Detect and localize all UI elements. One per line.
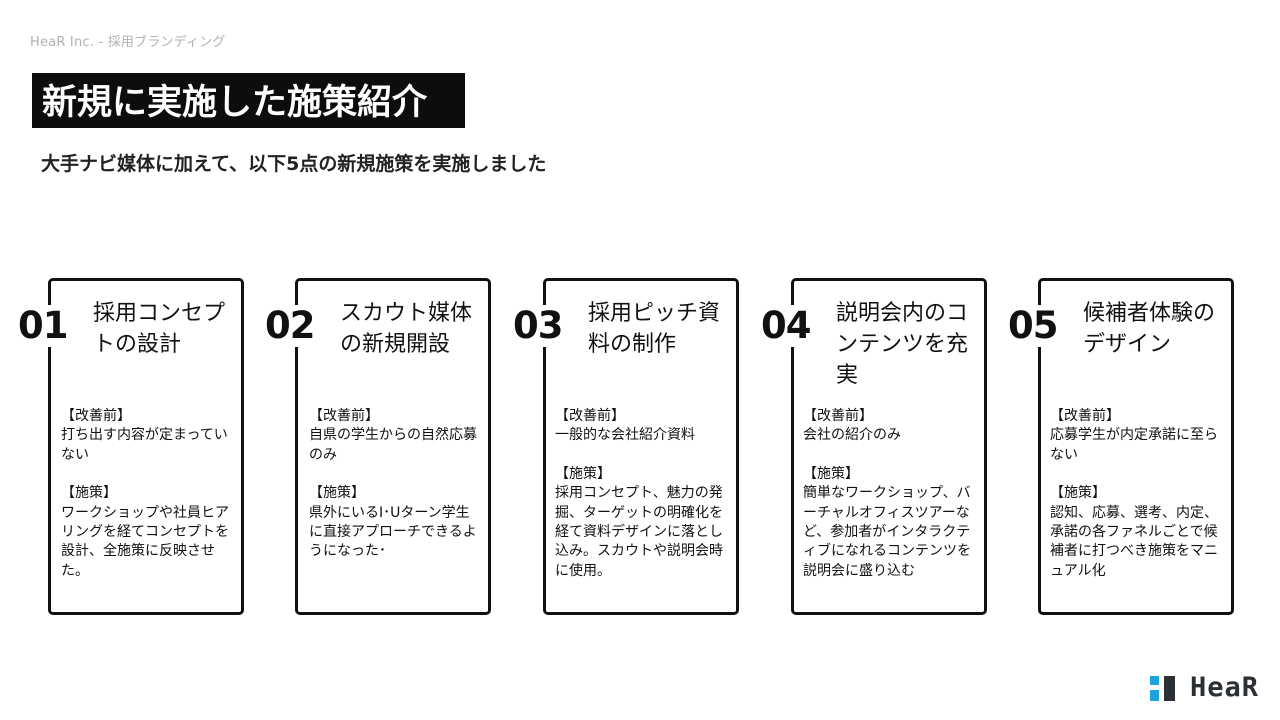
before-label: 【改善前】 <box>61 408 131 424</box>
card-title: 採用コンセプトの設計 <box>93 301 226 357</box>
card-number: 04 <box>761 305 817 347</box>
card-title: スカウト媒体の新規開設 <box>340 301 473 357</box>
measure-label: 【施策】 <box>309 485 365 502</box>
header-note: HeaR Inc. - 採用ブランディング <box>30 35 226 50</box>
before-text: 一般的な会社紹介資料 <box>555 427 695 444</box>
logo-mark-icon <box>1150 676 1180 702</box>
initiative-card-03 <box>543 278 739 615</box>
logo-text: HeaR <box>1190 672 1260 703</box>
before-label: 【改善前】 <box>803 408 873 424</box>
card-title: 採用ピッチ資料の制作 <box>588 301 721 357</box>
card-number: 01 <box>18 305 74 347</box>
measure-label: 【施策】 <box>555 465 611 482</box>
initiative-card-01 <box>48 278 244 615</box>
measure-text: 採用コンセプト、魅力の発掘、ターゲットの明確化を経て資料デザインに落とし込み。ス… <box>555 485 723 579</box>
before-label: 【改善前】 <box>309 408 379 424</box>
card-body: 【改善前】 会社の紹介のみ 【施策】 簡単なワークショップ、バーチャルオフィスツ… <box>803 407 975 581</box>
measure-text: 認知、応募、選考、内定、承諾の各ファネルごとで候補者に打つべき施策をマニュアル化 <box>1050 504 1218 579</box>
card-title: 説明会内のコンテンツを充実 <box>836 301 969 388</box>
title-background <box>32 73 465 128</box>
card-number: 03 <box>513 305 569 347</box>
measure-label: 【施策】 <box>61 485 117 502</box>
before-text: 打ち出す内容が定まっていない <box>61 427 228 463</box>
before-text: 応募学生が内定承諾に至らない <box>1050 427 1218 463</box>
measure-label: 【施策】 <box>803 465 859 482</box>
before-label: 【改善前】 <box>555 408 625 424</box>
before-text: 会社の紹介のみ <box>803 427 901 444</box>
measure-text: ワークショップや社員ヒアリングを経てコンセプトを設計、全施策に反映させた。 <box>61 504 229 579</box>
card-number: 02 <box>265 305 321 347</box>
measure-text: 県外にいるI･Uターン学生に直接アプローチできるようになった･ <box>309 504 477 560</box>
initiative-card-05 <box>1038 278 1234 615</box>
card-body: 【改善前】 応募学生が内定承諾に至らない 【施策】 認知、応募、選考、内定、承諾… <box>1050 407 1222 581</box>
measure-label: 【施策】 <box>1050 485 1106 502</box>
page-subtitle: 大手ナビ媒体に加えて、以下5点の新規施策を実施しました <box>41 153 547 175</box>
page-title: 新規に実施した施策紹介 <box>42 83 428 123</box>
initiative-card-04 <box>791 278 987 615</box>
card-title: 候補者体験のデザイン <box>1083 301 1216 357</box>
card-body: 【改善前】 自県の学生からの自然応募のみ 【施策】 県外にいるI･Uターン学生に… <box>309 407 481 562</box>
hear-logo: HeaR <box>1150 672 1260 704</box>
card-body: 【改善前】 打ち出す内容が定まっていない 【施策】 ワークショップや社員ヒアリン… <box>61 407 233 581</box>
before-label: 【改善前】 <box>1050 408 1120 424</box>
initiative-card-02 <box>295 278 491 615</box>
before-text: 自県の学生からの自然応募のみ <box>309 427 477 463</box>
card-body: 【改善前】 一般的な会社紹介資料 【施策】 採用コンセプト、魅力の発掘、ターゲッ… <box>555 407 727 581</box>
card-number: 05 <box>1008 305 1064 347</box>
measure-text: 簡単なワークショップ、バーチャルオフィスツアーなど、参加者がインタラクティブにな… <box>803 485 971 579</box>
